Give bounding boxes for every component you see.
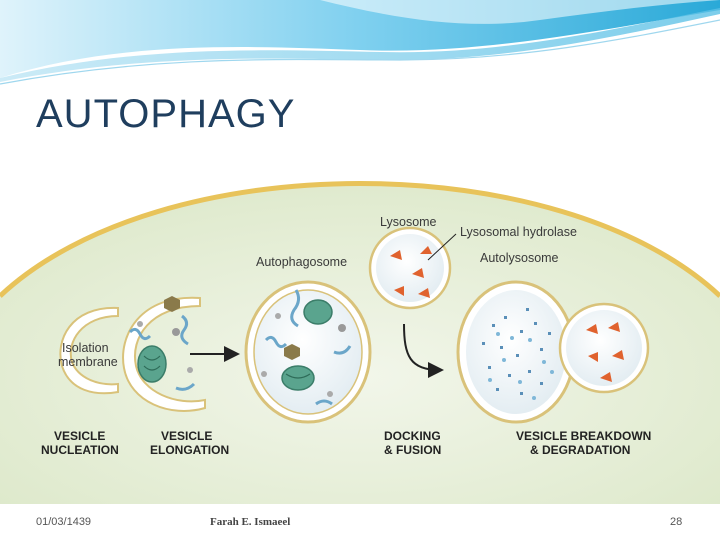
footer-page-number: 28 — [670, 516, 683, 528]
stage-elongation-line1: VESICLE — [161, 429, 212, 443]
isolation-membrane-graphic — [59, 306, 119, 395]
arrow-docking-fusion — [403, 323, 444, 378]
autolysosome-label: Autolysosome — [480, 251, 559, 265]
lysosomal-hydrolase-pointer — [427, 233, 457, 261]
stage-elongation-line2: ELONGATION — [150, 443, 229, 457]
autophagosome-graphic — [244, 280, 372, 424]
stage-docking-line1: DOCKING — [384, 429, 441, 443]
stage-breakdown-line1: VESICLE BREAKDOWN — [516, 429, 651, 443]
autophagy-diagram: Isolation membrane Autophagosome — [0, 181, 720, 504]
slide-title: AUTOPHAGY — [36, 92, 296, 136]
lysosome-label: Lysosome — [380, 215, 437, 229]
isolation-membrane-label-line1: Isolation — [62, 341, 109, 355]
footer-author: Farah E. Ismaeel — [210, 516, 291, 528]
stage-breakdown-line2: & DEGRADATION — [530, 443, 630, 457]
stage-nucleation-line2: NUCLEATION — [41, 443, 119, 457]
stage-docking-line2: & FUSION — [384, 443, 441, 457]
cell-membrane-arc — [0, 181, 720, 298]
stage-nucleation-line1: VESICLE — [54, 429, 105, 443]
elongating-vesicle-graphic — [122, 296, 206, 412]
autophagosome-label: Autophagosome — [256, 255, 347, 269]
autolysosome-graphic — [456, 280, 650, 424]
header-wave-banner — [0, 0, 720, 85]
footer-date: 01/03/1439 — [36, 516, 92, 528]
lysosomal-hydrolase-label: Lysosomal hydrolase — [460, 225, 577, 239]
isolation-membrane-label-line2: membrane — [58, 355, 118, 369]
lysosome-graphic — [368, 226, 452, 310]
